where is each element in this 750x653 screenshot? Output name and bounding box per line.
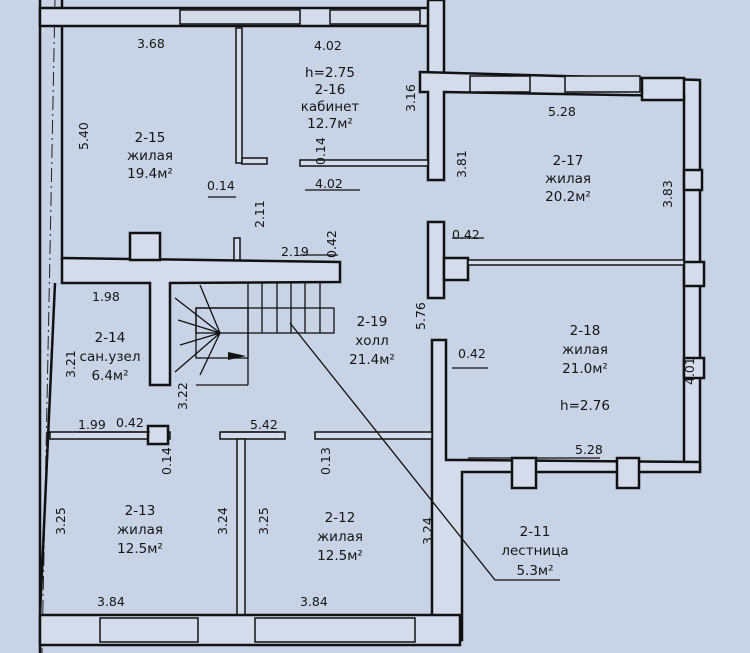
label: 2-19 [357, 314, 388, 330]
label: 2-12 [325, 510, 356, 526]
label: 3.25 [256, 507, 271, 535]
label: 3.68 [137, 36, 165, 51]
label: 4.02 [314, 38, 342, 53]
label: 0.42 [458, 346, 486, 361]
room-2-14: 2-14 сан.узел 6.4м² [80, 330, 141, 384]
room-2-18: 2-18 жилая 21.0м² h=2.76 [560, 323, 610, 414]
label: жилая [117, 522, 163, 538]
label: 12.7м² [307, 116, 353, 132]
stair-arrow-icon [228, 352, 246, 360]
label: 21.4м² [349, 352, 395, 368]
label: 19.4м² [127, 166, 173, 182]
label: 21.0м² [562, 361, 608, 377]
label: 2-16 [315, 82, 346, 98]
axis-line [41, 0, 56, 653]
label: 6.4м² [91, 368, 128, 384]
label: 3.84 [300, 594, 328, 609]
leader-line [289, 322, 560, 581]
label: 3.21 [63, 350, 78, 378]
label: кабинет [301, 99, 360, 115]
label: 0.13 [318, 447, 333, 475]
label: h=2.75 [305, 65, 355, 81]
label: 0.14 [207, 178, 235, 193]
label: 3.25 [53, 507, 68, 535]
label: жилая [562, 342, 608, 358]
label: лестница [501, 543, 568, 559]
label: 3.24 [215, 507, 230, 535]
room-2-15: 2-15 жилая 19.4м² [127, 130, 173, 182]
label: 5.76 [413, 302, 428, 330]
label: 3.22 [175, 382, 190, 410]
label: жилая [317, 529, 363, 545]
label: жилая [127, 148, 173, 164]
label: 2-14 [95, 330, 126, 346]
label: 3.16 [403, 84, 418, 112]
label: сан.узел [80, 349, 141, 365]
label: 12.5м² [117, 541, 163, 557]
label: 5.28 [548, 104, 576, 119]
dimensions: 3.68 4.02 3.16 5.40 0.14 0.14 4.02 5.28 … [53, 36, 697, 609]
label: 0.42 [324, 230, 339, 258]
label: 4.02 [315, 176, 343, 191]
label: h=2.76 [560, 398, 610, 414]
label: 1.98 [92, 289, 120, 304]
label: 0.14 [313, 137, 328, 165]
room-2-11: 2-11 лестница 5.3м² [501, 524, 568, 579]
label: 4.01 [682, 357, 697, 385]
room-2-19: 2-19 холл 21.4м² [349, 314, 395, 368]
label: холл [355, 333, 389, 349]
label: 2-11 [520, 524, 551, 540]
label: 2-18 [570, 323, 601, 339]
label: 20.2м² [545, 189, 591, 205]
room-2-13: 2-13 жилая 12.5м² [117, 503, 163, 557]
room-2-12: 2-12 жилая 12.5м² [317, 510, 363, 564]
room-2-17: 2-17 жилая 20.2м² [545, 153, 591, 205]
label: 12.5м² [317, 548, 363, 564]
label: 2.19 [281, 244, 309, 259]
label: 0.42 [452, 227, 480, 242]
label: 5.3м² [516, 563, 553, 579]
label: 2-17 [553, 153, 584, 169]
label: 5.28 [575, 442, 603, 457]
label: 2-15 [135, 130, 166, 146]
label: 3.84 [97, 594, 125, 609]
label: 3.24 [420, 517, 435, 545]
label: 5.40 [76, 122, 91, 150]
label: 2.11 [252, 200, 267, 228]
label: 5.42 [250, 417, 278, 432]
label: 0.42 [116, 415, 144, 430]
label: 3.83 [660, 180, 675, 208]
room-2-16: h=2.75 2-16 кабинет 12.7м² [301, 65, 360, 132]
label: 0.14 [159, 447, 174, 475]
walls [38, 0, 706, 653]
label: 2-13 [125, 503, 156, 519]
label: 3.81 [454, 150, 469, 178]
label: 1.99 [78, 417, 106, 432]
staircase [174, 283, 335, 386]
label: жилая [545, 171, 591, 187]
